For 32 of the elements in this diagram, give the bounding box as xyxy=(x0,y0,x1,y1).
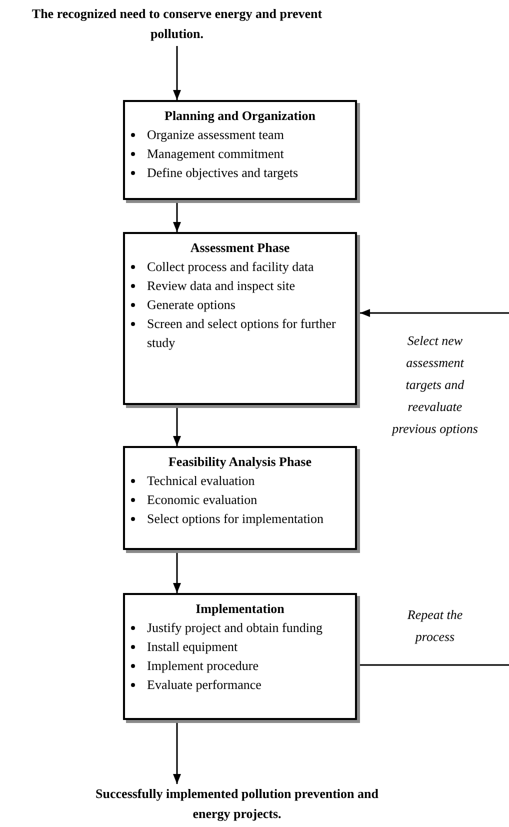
list-item: Economic evaluation xyxy=(147,491,258,509)
arrow xyxy=(173,405,181,446)
loop-note: Repeat the process xyxy=(406,606,464,646)
process-box xyxy=(123,100,357,200)
loop-note: Select new assessment targets and reevaluate previous options xyxy=(392,332,478,438)
process-box xyxy=(123,446,357,550)
flow-text: Successfully implemented pollution prevention and energy projects. xyxy=(92,784,382,824)
list-item: Select options for implementation xyxy=(147,510,324,528)
arrow xyxy=(360,309,509,317)
list-item: Technical evaluation xyxy=(147,472,255,490)
list-item: Collect process and facility data xyxy=(147,258,314,276)
process-box xyxy=(123,593,357,720)
list-item: Install equipment xyxy=(147,638,238,656)
box-heading: Implementation xyxy=(194,600,286,618)
arrow xyxy=(173,200,181,232)
arrow xyxy=(173,720,181,784)
arrow xyxy=(173,550,181,593)
list-item: Organize assessment team xyxy=(147,126,284,144)
box-heading: Planning and Organization xyxy=(164,107,316,125)
list-item: Define objectives and targets xyxy=(147,164,298,182)
list-item: Review data and inspect site xyxy=(147,277,296,295)
list-item: Management commitment xyxy=(147,145,284,163)
list-item: Screen and select options for further study xyxy=(147,315,337,352)
list-item: Implement procedure xyxy=(147,657,259,675)
box-heading: Assessment Phase xyxy=(189,239,291,257)
flow-text: The recognized need to conserve energy and prevent pollution. xyxy=(27,4,327,44)
list-item: Generate options xyxy=(147,296,236,314)
arrow xyxy=(173,46,181,100)
list-item: Justify project and obtain funding xyxy=(147,619,322,637)
box-heading: Feasibility Analysis Phase xyxy=(167,453,313,471)
list-item: Evaluate performance xyxy=(147,676,262,694)
process-box xyxy=(123,232,357,405)
